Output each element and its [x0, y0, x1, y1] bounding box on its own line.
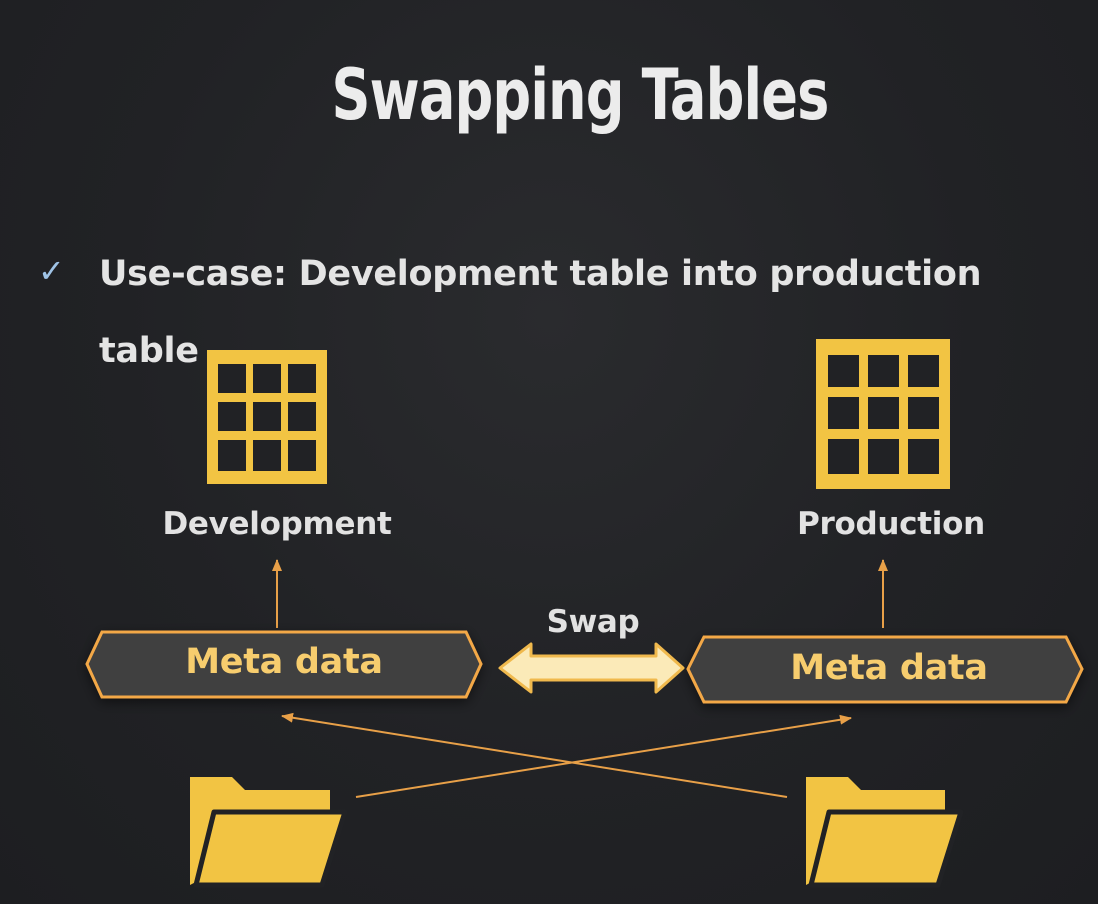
- checkmark-icon: ✓: [38, 252, 65, 290]
- slide-title: Swapping Tables: [331, 54, 830, 136]
- prod-folder-to-dev-meta-arrow: [281, 712, 788, 798]
- development-table-icon: [207, 350, 327, 484]
- development-folder-icon: [190, 777, 348, 888]
- meta-data-right-label: Meta data: [790, 648, 988, 688]
- meta-data-right-box: [686, 635, 1084, 704]
- swap-double-arrow-icon: [498, 642, 685, 694]
- production-caption: Production: [797, 506, 985, 542]
- swap-label: Swap: [546, 604, 640, 640]
- development-caption: Development: [162, 506, 392, 542]
- production-folder-icon: [806, 777, 964, 888]
- meta-data-left-box: [85, 630, 483, 699]
- bullet-text-line1: Use-case: Development table into product…: [99, 254, 982, 294]
- dev-folder-to-prod-meta-arrow: [355, 714, 852, 798]
- production-table-icon: [816, 339, 950, 489]
- meta-data-left-label: Meta data: [185, 642, 383, 682]
- bullet-text-line2: table: [99, 331, 199, 371]
